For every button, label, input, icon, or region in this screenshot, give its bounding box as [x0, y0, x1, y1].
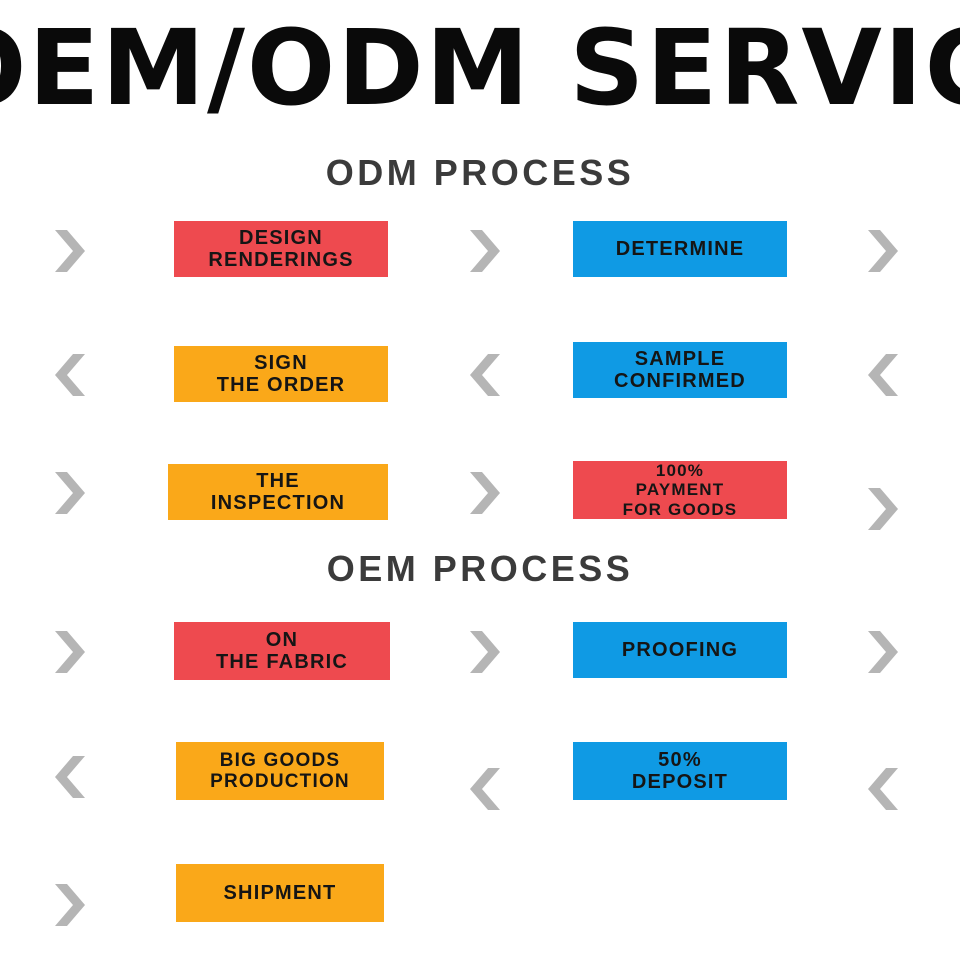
process-row: THE INSPECTION 100% PAYMENT FOR GOODS — [0, 448, 960, 538]
chevron-right-icon — [848, 206, 918, 296]
chevron-left-icon — [848, 330, 918, 420]
chevron-right-icon — [450, 607, 520, 697]
chevron-left-icon — [35, 732, 105, 822]
chevron-left-icon — [450, 330, 520, 420]
process-row: SIGN THE ORDER SAMPLE CONFIRMED — [0, 330, 960, 420]
process-box[interactable]: DESIGN RENDERINGS — [174, 221, 388, 277]
process-box-line2: THE FABRIC — [216, 651, 348, 673]
process-box[interactable]: SAMPLE CONFIRMED — [573, 342, 787, 398]
chevron-right-icon — [450, 206, 520, 296]
page-title: OEM/ODM SERVICE — [0, 7, 960, 129]
chevron-right-icon — [848, 464, 918, 554]
process-box-line1: SAMPLE — [634, 347, 726, 370]
process-box-line1: 100% — [655, 461, 705, 481]
process-row: ON THE FABRIC PROOFING — [0, 607, 960, 697]
process-box[interactable]: SIGN THE ORDER — [174, 346, 388, 402]
chevron-left-icon — [35, 330, 105, 420]
process-box-line1: DESIGN — [239, 226, 323, 249]
process-row: BIG GOODS PRODUCTION 50% DEPOSIT — [0, 728, 960, 818]
process-box-line1: THE — [256, 469, 300, 492]
chevron-left-icon — [450, 744, 520, 834]
process-box-line1: SHIPMENT — [223, 881, 337, 904]
process-row: DESIGN RENDERINGS DETERMINE — [0, 206, 960, 296]
chevron-right-icon — [35, 607, 105, 697]
section-heading-oem: OEM PROCESS — [326, 548, 634, 589]
process-box[interactable]: PROOFING — [573, 622, 787, 678]
process-box-line2: PRODUCTION — [210, 771, 350, 792]
process-box-line1: DETERMINE — [615, 237, 745, 260]
process-box-line2: RENDERINGS — [208, 249, 354, 271]
chevron-right-icon — [35, 206, 105, 296]
process-box[interactable]: SHIPMENT — [176, 864, 384, 922]
process-box[interactable]: THE INSPECTION — [168, 464, 388, 520]
process-box-line1: PROOFING — [621, 638, 739, 661]
process-box[interactable]: 50% DEPOSIT — [573, 742, 787, 800]
banner-title-area: OEM/ODM SERVICE — [0, 0, 960, 140]
process-box-line2: PAYMENT — [635, 480, 725, 500]
chevron-right-icon — [848, 607, 918, 697]
process-box[interactable]: DETERMINE — [573, 221, 787, 277]
chevron-right-icon — [35, 448, 105, 538]
process-box-line2: INSPECTION — [210, 492, 346, 514]
process-box[interactable]: ON THE FABRIC — [174, 622, 390, 680]
process-box-line1: SIGN — [254, 351, 308, 374]
process-box-line2: THE ORDER — [216, 374, 346, 396]
process-row: SHIPMENT — [0, 850, 960, 940]
chevron-left-icon — [848, 744, 918, 834]
process-box[interactable]: 100% PAYMENT FOR GOODS — [573, 461, 787, 519]
process-box-line1: ON — [265, 628, 299, 651]
process-box[interactable]: BIG GOODS PRODUCTION — [176, 742, 384, 800]
chevron-right-icon — [35, 860, 105, 950]
chevron-right-icon — [450, 448, 520, 538]
process-box-line1: BIG GOODS — [219, 749, 341, 771]
process-box-line3: FOR GOODS — [622, 499, 738, 519]
section-heading-odm: ODM PROCESS — [325, 152, 635, 193]
process-box-line1: 50% — [658, 748, 702, 771]
process-box-line2: CONFIRMED — [614, 370, 746, 392]
process-box-line2: DEPOSIT — [631, 771, 729, 793]
